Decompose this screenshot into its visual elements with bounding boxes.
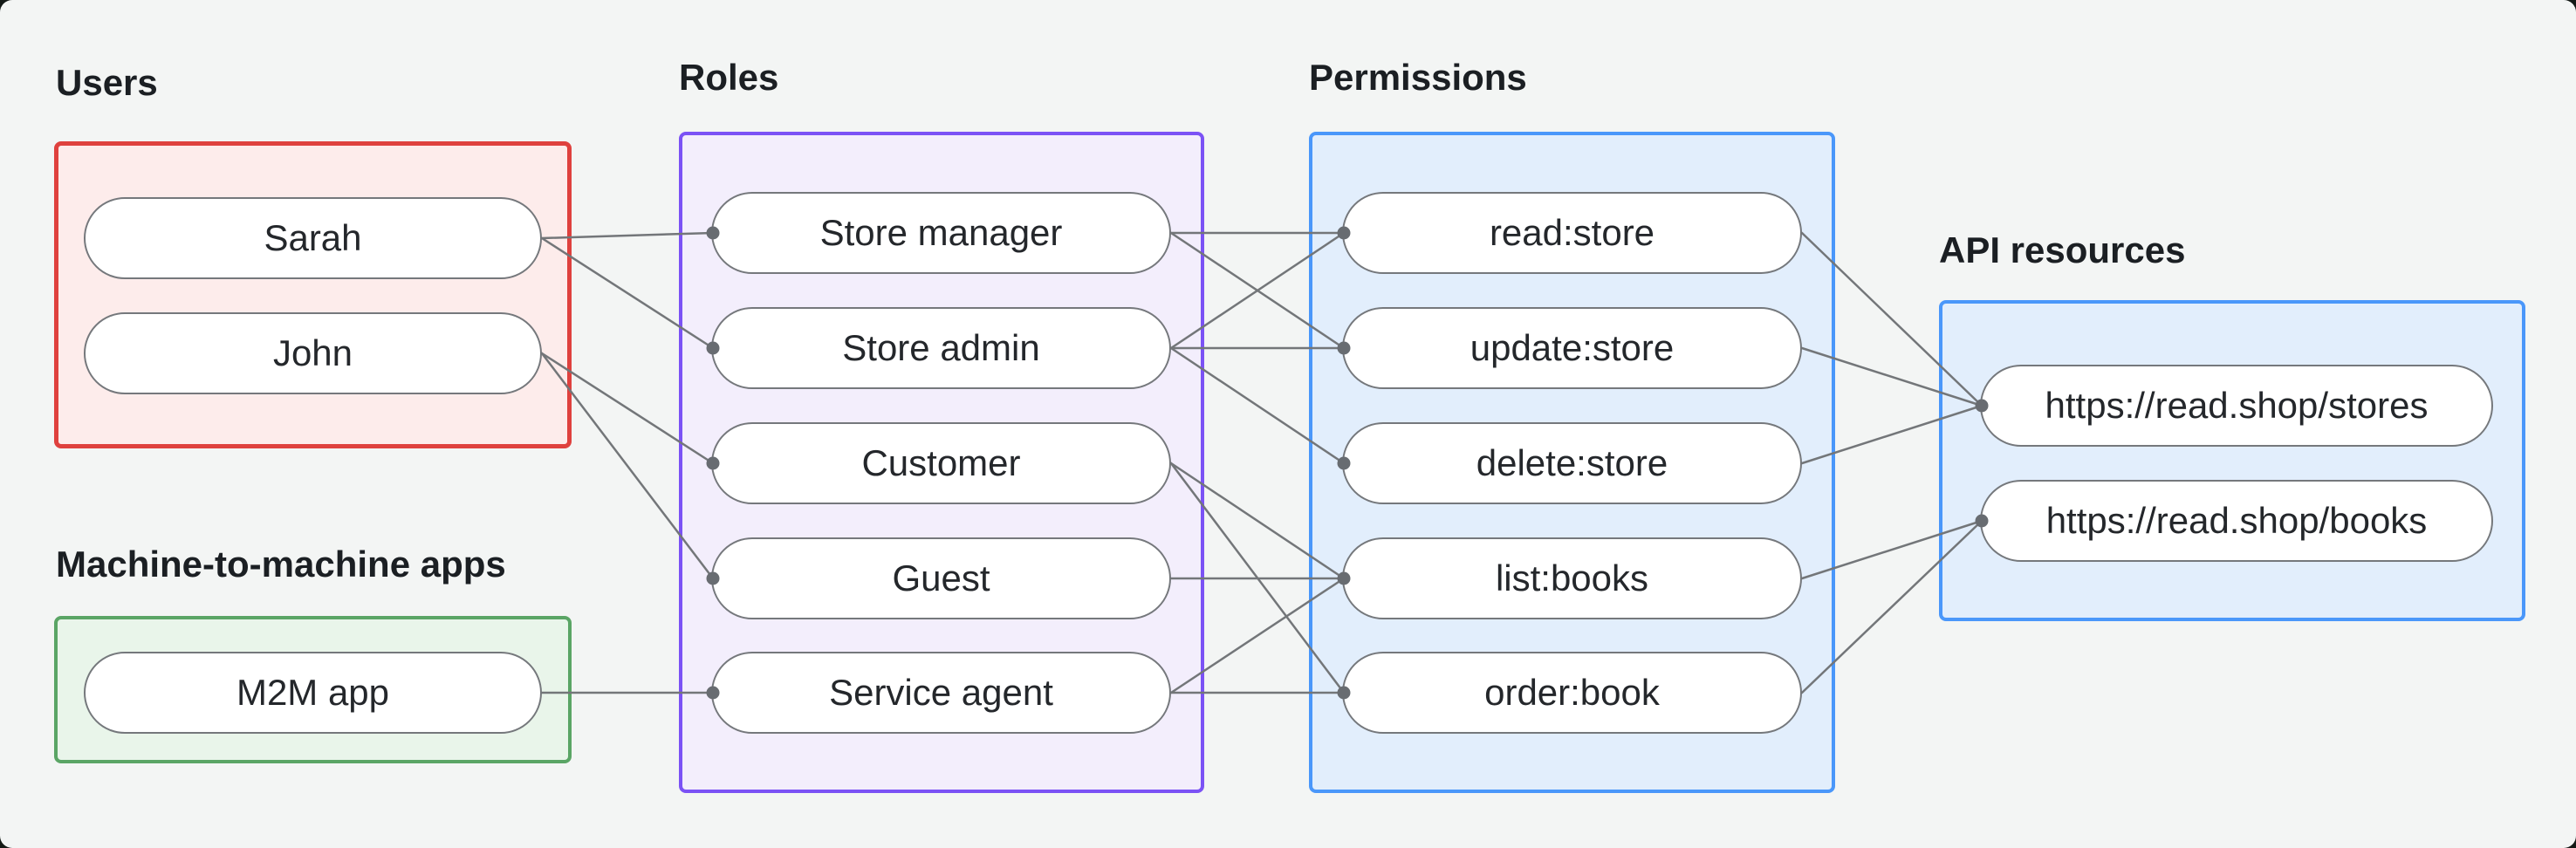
node-stores-api: https://read.shop/stores: [1980, 365, 2493, 447]
node-store-admin: Store admin: [711, 307, 1171, 389]
group-api: [1939, 300, 2525, 621]
node-delete-store: delete:store: [1342, 422, 1802, 504]
node-store-manager: Store manager: [711, 192, 1171, 274]
group-label-permissions: Permissions: [1309, 57, 1527, 98]
node-read-store: read:store: [1342, 192, 1802, 274]
group-label-roles: Roles: [679, 57, 779, 98]
group-label-users: Users: [56, 62, 158, 103]
group-label-m2m: Machine-to-machine apps: [56, 544, 506, 585]
node-john: John: [84, 312, 542, 394]
node-m2m-app: M2M app: [84, 652, 542, 734]
node-list-books: list:books: [1342, 537, 1802, 619]
node-sarah: Sarah: [84, 197, 542, 279]
group-users: [54, 141, 572, 448]
node-order-book: order:book: [1342, 652, 1802, 734]
node-service-agent: Service agent: [711, 652, 1171, 734]
node-guest: Guest: [711, 537, 1171, 619]
node-books-api: https://read.shop/books: [1980, 480, 2493, 562]
node-update-store: update:store: [1342, 307, 1802, 389]
group-label-api: API resources: [1939, 229, 2186, 270]
node-customer: Customer: [711, 422, 1171, 504]
